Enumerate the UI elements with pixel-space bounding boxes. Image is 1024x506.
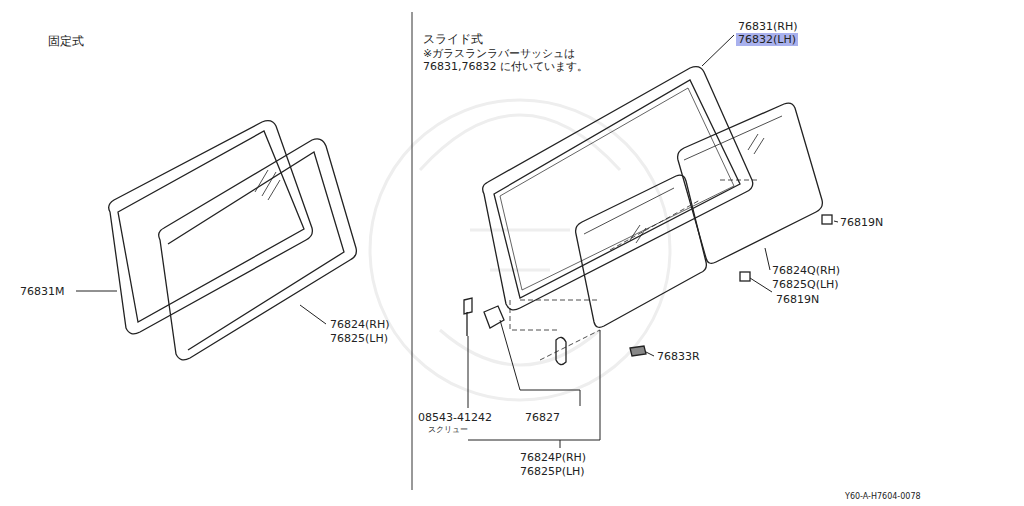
part-number: 76824Q(RH) xyxy=(772,264,840,277)
part-number: 76824P(RH) xyxy=(520,451,586,464)
part-number: 76831M xyxy=(20,285,64,298)
part-number: 76825Q(LH) xyxy=(772,278,839,291)
part-number: 76824(RH) xyxy=(330,318,390,331)
part-name: スクリュー xyxy=(428,425,468,435)
part-number: 76831(RH) xyxy=(738,20,798,33)
part-number: 76819N xyxy=(776,293,819,306)
note: ※ガラスランラバーサッシュは 76831,76832 に付いています。 xyxy=(423,47,601,73)
drawing-id: Y60-A-H7604-0078 xyxy=(845,492,921,502)
section-heading: スライド式 xyxy=(423,32,483,46)
fixed-window xyxy=(109,121,357,360)
leader-lines xyxy=(76,35,838,448)
part-number: 76827 xyxy=(525,411,560,424)
part-number: 76819N xyxy=(840,216,883,229)
part-number: 76825P(LH) xyxy=(520,465,585,478)
part-number: 76833R xyxy=(657,350,700,363)
part-number: 76832(LH) xyxy=(736,33,798,46)
divider xyxy=(412,12,413,490)
part-number: 08543-41242 xyxy=(418,411,492,424)
watermark-emblem xyxy=(370,100,670,400)
part-number: 76825(LH) xyxy=(330,332,388,345)
slide-window xyxy=(464,67,832,365)
section-heading: 固定式 xyxy=(48,34,84,48)
